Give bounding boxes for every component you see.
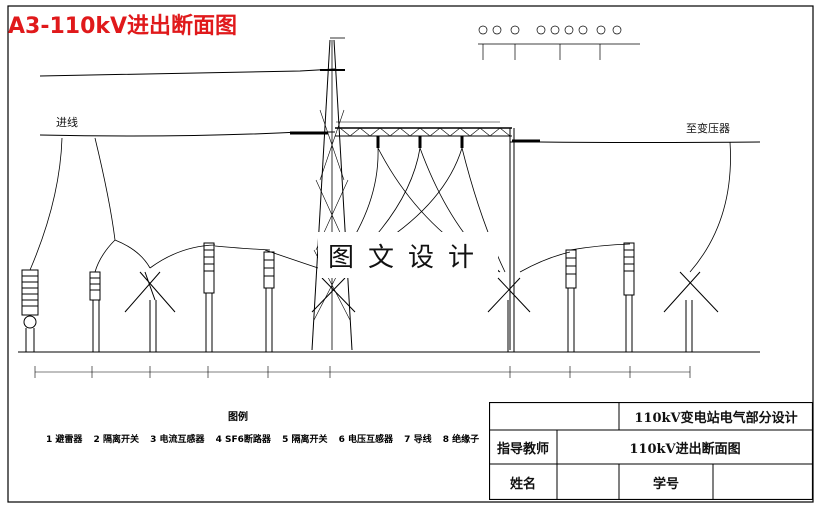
incoming-line-label: 进线 — [56, 116, 78, 129]
outgoing-conductor — [510, 141, 761, 143]
gantry-droppers — [329, 147, 506, 273]
line-droppers — [29, 137, 731, 273]
title-block: 110kV变电站电气部分设计 指导教师 110kV进出断面图 姓名 学号 — [489, 402, 813, 500]
dimension-line — [34, 366, 691, 378]
ground-wire — [39, 68, 336, 77]
lightning-arrester-left — [21, 269, 39, 352]
legend-item: 1 避雷器 — [46, 435, 83, 445]
single-line-diagram — [478, 25, 640, 60]
project-title: 110kV变电站电气部分设计 — [634, 410, 798, 426]
name-label: 姓名 — [509, 476, 536, 492]
legend-title: 图例 — [228, 412, 248, 423]
lattice-tower — [311, 37, 353, 351]
sheet-border — [7, 5, 814, 503]
equipment-posts — [89, 242, 635, 352]
legend-item: 3 电流互感器 — [150, 435, 205, 445]
legend-item: 4 SF6断路器 — [215, 435, 271, 445]
title-block-grid — [489, 402, 813, 500]
legend-item: 8 绝缘子 — [442, 435, 480, 445]
legend-item: 7 导线 — [404, 435, 432, 445]
watermark-text: 图文设计 — [318, 232, 498, 278]
current-transformers — [124, 271, 719, 352]
page-title: A3-110kV进出断面图 — [8, 14, 238, 39]
drawing-name: 110kV进出断面图 — [629, 441, 741, 457]
suspension-insulators — [376, 136, 464, 148]
legend-item: 6 电压互感器 — [338, 435, 394, 445]
to-transformer-label: 至变压器 — [686, 122, 730, 135]
student-no-label: 学号 — [652, 476, 679, 492]
legend-item: 5 隔离开关 — [282, 435, 328, 445]
legend-item: 2 隔离开关 — [93, 435, 139, 445]
incoming-conductor — [39, 131, 335, 137]
advisor-label: 指导教师 — [496, 441, 549, 457]
legend-items: 1 避雷器 2 隔离开关 3 电流互感器 4 SF6断路器 5 隔离开关 6 电… — [46, 432, 487, 445]
